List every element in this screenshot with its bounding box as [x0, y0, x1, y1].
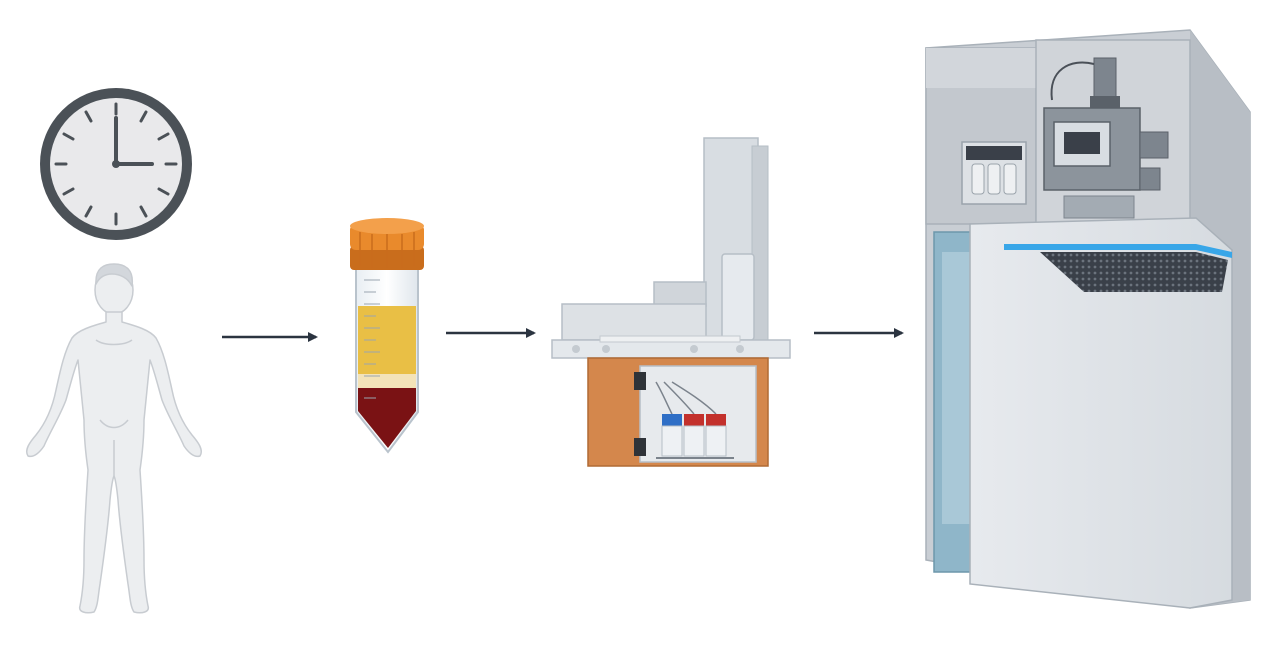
- human-figure-icon: [25, 263, 203, 614]
- blood-sample-tube-icon: [350, 218, 424, 454]
- clock-icon: [40, 88, 192, 240]
- mass-spectrometer-icon: [925, 29, 1251, 609]
- sample-preparation-robot-icon: [551, 137, 791, 467]
